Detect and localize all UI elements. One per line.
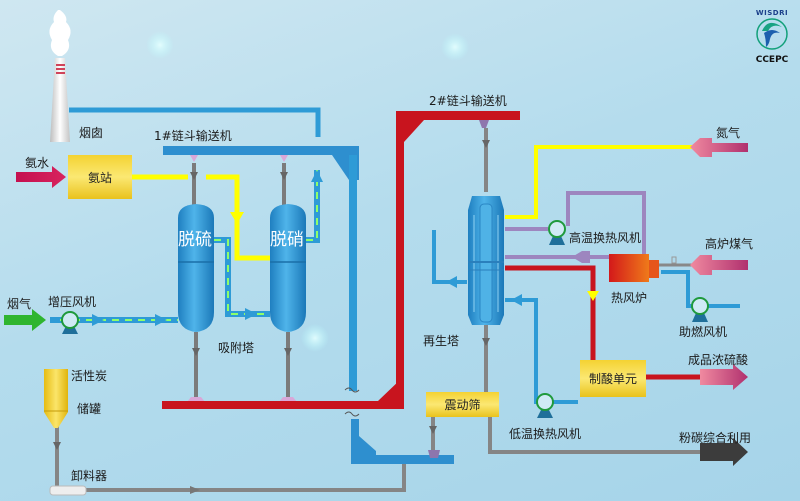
high-temp-fan-icon [548, 220, 566, 245]
flow-arrow-icon [192, 348, 200, 356]
blast-furnace-gas-label: 高炉煤气 [705, 237, 754, 251]
logo-top-text: WISDRI [755, 9, 789, 17]
powder-pipe [488, 416, 700, 454]
nitrogen-arrow-icon [690, 138, 748, 157]
denitrification-label: 脱硝 [270, 230, 304, 250]
logo-mark-icon [756, 18, 788, 50]
hopper-icon [279, 397, 297, 402]
air-pipe [661, 270, 740, 308]
flow-arrow-icon [482, 338, 490, 346]
chimney-label: 烟囱 [79, 126, 104, 140]
booster-fan-label: 增压风机 [48, 295, 97, 309]
conveyor-1 [163, 146, 359, 391]
conveyor-3 [351, 419, 454, 464]
sulfuric-acid-label: 成品浓硫酸 [688, 353, 749, 367]
so2-gas-pipe [505, 265, 596, 370]
ammonia-station-label: 氨站 [87, 170, 112, 185]
pipe-clean-gas [69, 107, 321, 137]
regeneration-tower [468, 196, 504, 325]
low-temp-fan-icon [536, 393, 554, 418]
adsorber-desulfurization [178, 204, 214, 332]
tank-label: 储罐 [77, 402, 102, 416]
booster-fan-icon [61, 311, 79, 334]
cooling-pipe [505, 298, 578, 404]
combustion-fan-icon [691, 297, 709, 322]
nitrogen-label: 氮气 [716, 126, 741, 140]
discharger-label: 卸料器 [71, 469, 108, 483]
flue-gas-label: 烟气 [7, 297, 32, 311]
vibrating-screen-label: 震动筛 [444, 398, 481, 412]
activated-carbon-tank [44, 369, 68, 428]
hot-air-furnace [609, 254, 659, 282]
cooling-pipe [432, 230, 467, 284]
acid-unit: 制酸单元 [580, 360, 646, 397]
flow-arrow-icon [587, 291, 599, 301]
break-symbol [344, 387, 360, 393]
flow-arrow-icon [53, 442, 61, 450]
ammonia-station: 氨站 [68, 155, 132, 199]
glow [441, 33, 469, 61]
flow-arrow-icon [482, 140, 490, 148]
high-temp-fan-label: 高温换热风机 [569, 231, 642, 245]
acid-unit-label: 制酸单元 [588, 372, 637, 386]
glow [146, 31, 174, 59]
flow-arrow-icon [230, 212, 244, 224]
flue-gas-arrow-icon [4, 309, 46, 331]
company-logo: WISDRI CCEPC [750, 9, 794, 65]
nitrogen-pipe [505, 145, 700, 219]
adsorber-denitrification [270, 204, 306, 332]
low-temp-fan-label: 低温换热风机 [509, 427, 582, 441]
flow-arrow-icon [572, 251, 590, 263]
flow-arrow-icon [190, 172, 198, 180]
vibrating-screen: 震动筛 [426, 392, 499, 417]
chimney-icon [49, 10, 71, 142]
conveyor-1-label: 1#链斗输送机 [154, 129, 232, 143]
ammonia-water-arrow-icon [16, 166, 66, 188]
carbon-return-line [58, 464, 406, 492]
flow-arrow-icon [280, 172, 288, 180]
conveyor-2 [162, 111, 520, 409]
acid-arrow-icon [700, 364, 748, 390]
blast-gas-arrow-icon [690, 255, 748, 275]
flow-arrow-icon [190, 486, 200, 494]
hot-air-pipe [566, 191, 646, 258]
valve-icon [671, 256, 677, 264]
regeneration-tower-label: 再生塔 [423, 334, 460, 348]
combustion-fan-label: 助燃风机 [679, 325, 728, 339]
glow [301, 324, 329, 352]
hot-air-furnace-label: 热风炉 [611, 291, 648, 305]
desulfurization-label: 脱硫 [178, 230, 212, 250]
hopper-icon [187, 397, 205, 402]
powder-arrow-icon [700, 438, 748, 466]
flow-arrow-icon [446, 276, 457, 288]
carbon-powder-label: 粉碳综合利用 [679, 431, 752, 445]
logo-bottom-text: CCEPC [755, 55, 789, 65]
flow-arrow-icon [511, 294, 522, 306]
activated-carbon-label: 活性炭 [71, 369, 108, 383]
conveyor-2-label: 2#链斗输送机 [429, 94, 507, 108]
adsorption-tower-label: 吸附塔 [218, 341, 255, 355]
flow-arrow-icon [284, 348, 292, 356]
discharger-icon [49, 485, 87, 496]
ammonia-water-label: 氨水 [25, 156, 50, 170]
break-symbol [344, 411, 360, 417]
flow-arrow-icon [429, 426, 437, 434]
